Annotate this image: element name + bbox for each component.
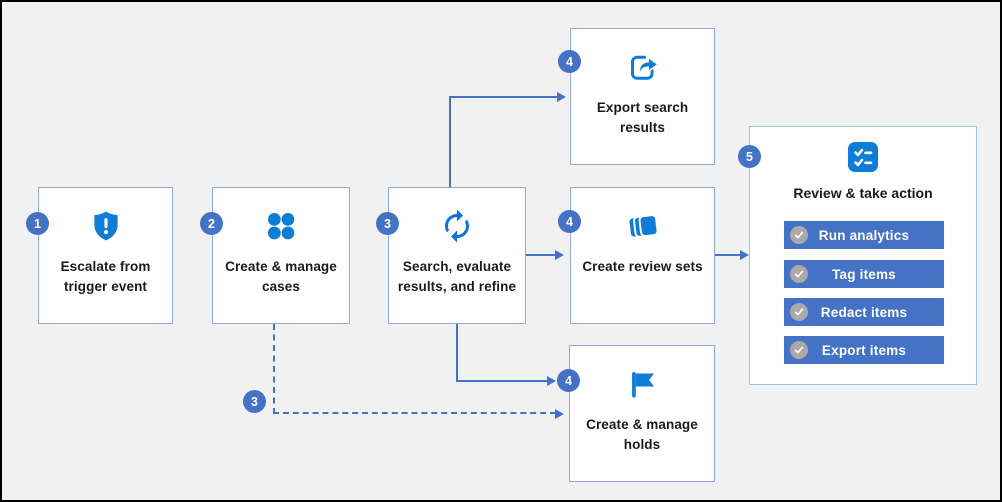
- connector-search-to-export-horizontal: [449, 96, 558, 98]
- connector-search-to-holds-horizontal: [456, 380, 548, 382]
- checklist-icon: [847, 141, 879, 178]
- hold-flag-icon: [625, 365, 659, 402]
- review-panel-title: Review & take action: [793, 185, 933, 201]
- step-badge-2: 2: [200, 212, 223, 235]
- connector-search-to-review-sets: [526, 254, 557, 256]
- step-box-escalate-from-trigger-event: Escalate from trigger event: [38, 187, 173, 324]
- step-box-export-search-results: Export search results: [570, 28, 715, 165]
- action-redact-items: Redact items: [784, 298, 944, 326]
- arrowhead-to-holds-solid: [547, 376, 556, 386]
- sync-arrows-icon: [439, 207, 475, 244]
- connector-search-to-export-vertical: [449, 96, 451, 187]
- action-tag-items: Tag items: [784, 260, 944, 288]
- step-badge-1: 1: [26, 212, 49, 235]
- export-share-icon: [625, 48, 661, 85]
- arrowhead-to-export-search-results: [557, 92, 566, 102]
- step-label: Create review sets: [582, 259, 703, 274]
- connector-cases-to-holds-dashed-vertical: [273, 324, 275, 414]
- arrowhead-to-review-panel: [740, 250, 749, 260]
- step-badge-5: 5: [738, 145, 761, 168]
- shield-alert-icon: [89, 207, 123, 244]
- step-label: Escalate from trigger event: [60, 259, 151, 294]
- connector-cases-to-holds-dashed-horizontal: [273, 412, 556, 414]
- action-label: Export items: [821, 342, 907, 358]
- step-label: Create & manage cases: [225, 259, 337, 294]
- step-box-create-review-sets: Create review sets: [570, 187, 715, 324]
- step-badge-4-holds: 4: [557, 369, 580, 392]
- step-box-create-manage-holds: Create & manage holds: [569, 345, 715, 482]
- connector-search-to-holds-vertical: [456, 324, 458, 382]
- apps-dots-icon: [264, 207, 298, 244]
- review-take-action-panel: Review & take action Run analytics Tag i…: [749, 126, 977, 385]
- step-badge-3: 3: [376, 212, 399, 235]
- action-run-analytics: Run analytics: [784, 221, 944, 249]
- step-box-create-manage-cases: Create & manage cases: [212, 187, 350, 324]
- review-sets-stack-icon: [625, 207, 661, 244]
- connector-badge-3: 3: [243, 390, 266, 413]
- action-label: Run analytics: [818, 227, 910, 243]
- check-circle-icon: [790, 303, 808, 321]
- step-badge-4-export: 4: [558, 50, 581, 73]
- step-label: Export search results: [596, 100, 689, 135]
- check-circle-icon: [790, 226, 808, 244]
- arrowhead-to-create-review-sets: [555, 250, 564, 260]
- step-label: Search, evaluate results, and refine: [397, 259, 517, 294]
- arrowhead-to-holds-dashed: [555, 409, 564, 419]
- step-label: Create & manage holds: [586, 417, 698, 452]
- action-export-items: Export items: [784, 336, 944, 364]
- check-circle-icon: [790, 265, 808, 283]
- step-badge-4-review-sets: 4: [558, 210, 581, 233]
- action-label: Tag items: [832, 266, 896, 282]
- check-circle-icon: [790, 341, 808, 359]
- connector-review-sets-to-review-panel: [715, 254, 742, 256]
- action-label: Redact items: [820, 304, 908, 320]
- step-box-search-evaluate-refine: Search, evaluate results, and refine: [388, 187, 526, 324]
